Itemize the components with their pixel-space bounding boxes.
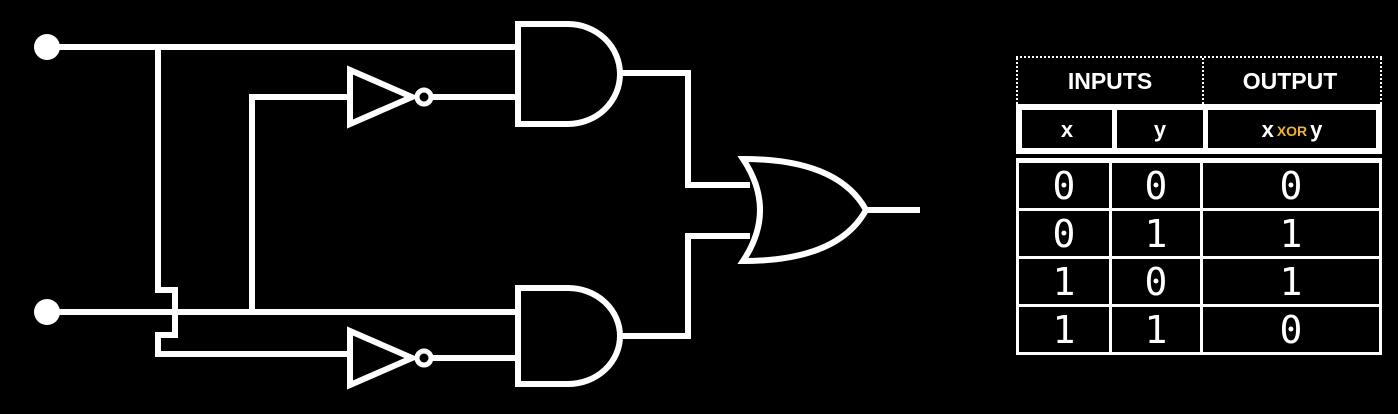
inputs-header: INPUTS xyxy=(1016,58,1204,104)
cell-x: 1 xyxy=(1019,259,1112,304)
cell-y: 1 xyxy=(1112,211,1203,256)
cell-output: 1 xyxy=(1279,260,1303,304)
truth-table-header: INPUTS OUTPUT xyxy=(1016,56,1382,104)
cell-x: 0 xyxy=(1019,163,1112,208)
not-bubble-bottom xyxy=(414,348,434,368)
cell-x: 1 xyxy=(1019,307,1112,352)
cell-output: 1 xyxy=(1279,212,1303,256)
cell-x: 0 xyxy=(1019,211,1112,256)
not-gate-top xyxy=(347,65,420,129)
cell-output: 0 xyxy=(1279,308,1303,352)
cell-y: 1 xyxy=(1112,307,1203,352)
wire-y-branch xyxy=(249,94,350,312)
wire-and-bottom-out xyxy=(620,233,750,339)
and-gate-top xyxy=(515,21,623,127)
and-gate-bottom xyxy=(515,285,623,387)
not-gate-bottom xyxy=(347,326,420,390)
cell-y: 0 xyxy=(1112,259,1203,304)
wire-x-branch xyxy=(155,47,350,357)
cell-y: 0 xyxy=(1112,163,1203,208)
xor-operator: XOR xyxy=(1276,123,1308,139)
col-y-header: y xyxy=(1117,110,1208,148)
wire-and-top-out xyxy=(620,70,750,188)
circuit-diagram xyxy=(34,21,920,390)
col-x-header: x xyxy=(1022,110,1117,148)
col-out-right: y xyxy=(1310,117,1323,142)
cell-output: 0 xyxy=(1279,164,1303,208)
output-header: OUTPUT xyxy=(1200,58,1382,104)
or-gate xyxy=(737,155,870,265)
col-out-left: x xyxy=(1261,117,1274,142)
not-bubble-top xyxy=(414,87,434,107)
